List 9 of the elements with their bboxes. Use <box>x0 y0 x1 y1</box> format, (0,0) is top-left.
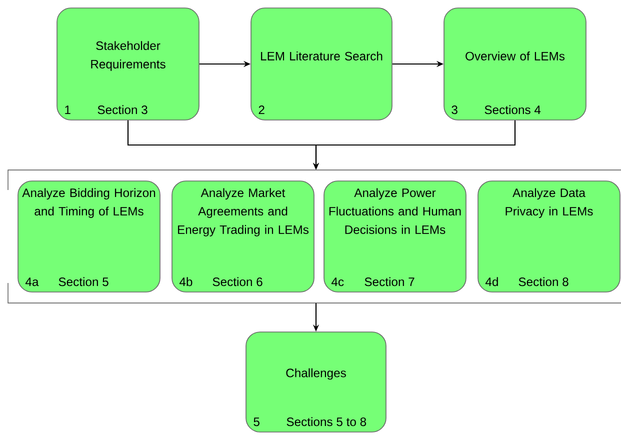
process-box: Challenges 5 Sections 5 to 8 <box>246 332 386 432</box>
process-box: Analyze Bidding Horizon and Timing of LEMs 4a Section 5 <box>18 180 160 292</box>
process-box: Analyze Data Privacy in LEMs 4d Section 8 <box>478 180 620 292</box>
process-box: LEM Literature Search 2 <box>250 8 392 120</box>
process-box: Analyze Power Fluctuations and Human Decisions in LEMs 4c Section 7 <box>324 180 466 292</box>
process-box: Stakeholder Requirements 1 Section 3 <box>56 8 200 120</box>
process-box: Analyze Market Agreements and Energy Trading in LEMs 4b Section 6 <box>172 180 314 292</box>
process-box: Overview of LEMs 3 Sections 4 <box>444 8 586 120</box>
bracket-frame <box>8 170 621 304</box>
